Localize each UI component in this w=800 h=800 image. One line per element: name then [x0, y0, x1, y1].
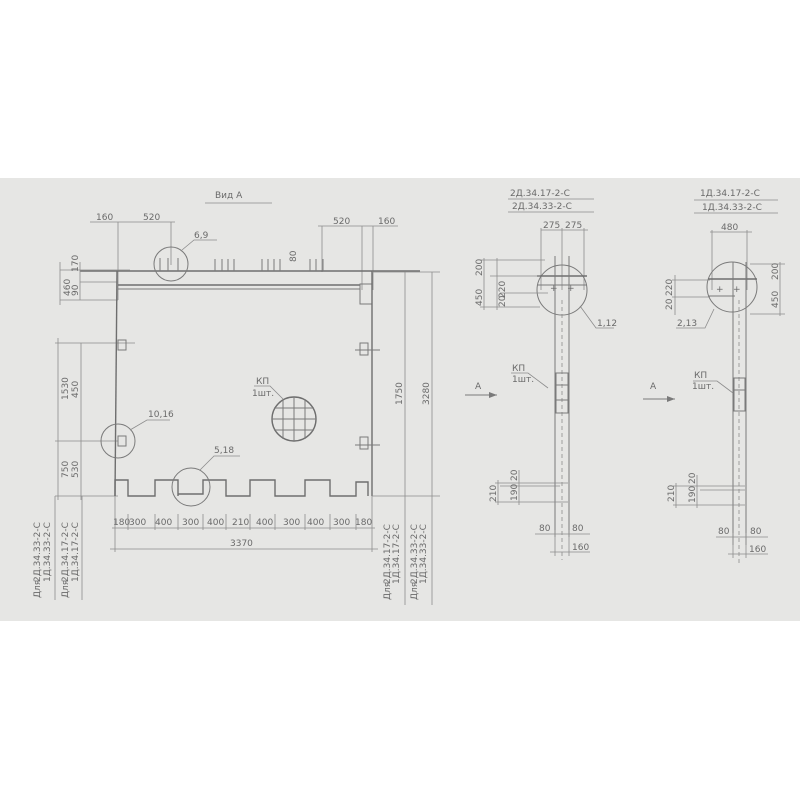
dim-left-top-a: 170: [71, 255, 81, 272]
dim-1d-lower-b: 190: [688, 486, 698, 503]
dim-1d-bottom-total: 160: [749, 545, 766, 555]
svg-text:400: 400: [256, 518, 273, 528]
section-2d-kp-label: КП: [512, 364, 525, 374]
dim-top-left-edge: 160: [96, 213, 113, 223]
bottom-dim-row: 180 300 400 300 400 210 400 300 400 300 …: [113, 518, 372, 528]
dim-rib-height: 80: [289, 250, 299, 262]
dim-2d-left-a: 200: [475, 259, 485, 276]
overall-width: 3370: [230, 539, 253, 549]
dim-1d-top: 480: [721, 223, 738, 233]
section-2d-kp-qty: 1шт.: [512, 375, 534, 385]
svg-text:400: 400: [307, 518, 324, 528]
svg-text:Для: Для: [383, 582, 393, 600]
section-2d-title-top: 2Д.34.17-2-С: [510, 189, 570, 199]
kp-qty: 1шт.: [252, 389, 274, 399]
dim-2d-left-c: 20: [498, 295, 508, 307]
dim-top-left-span: 520: [143, 213, 160, 223]
technical-drawing: Вид А 160 520 520 160 80: [33, 189, 785, 605]
section-1d-kp-qty: 1шт.: [692, 382, 714, 392]
svg-text:400: 400: [207, 518, 224, 528]
kp-label: КП: [256, 377, 269, 387]
dim-2d-lower-total: 210: [489, 485, 499, 502]
svg-text:Для: Для: [33, 580, 43, 598]
right-note-2: Для 2Д.34.33-2-С 1Д.34.33-2-С: [410, 524, 429, 600]
svg-text:Для: Для: [61, 580, 71, 598]
dim-left-top-total: 460: [63, 279, 73, 296]
svg-text:+: +: [550, 284, 558, 294]
bottom-node-callout-circle: [171, 467, 211, 507]
dim-right-inner: 1750: [395, 382, 405, 405]
section-2d-title-bottom: 2Д.34.33-2-С: [512, 202, 572, 212]
dim-2d-top-left: 275: [543, 221, 560, 231]
svg-text:1Д.34.33-2-С: 1Д.34.33-2-С: [419, 524, 429, 584]
svg-text:2Д.34.17-2-С: 2Д.34.17-2-С: [383, 524, 393, 584]
svg-text:2Д.34.33-2-С: 2Д.34.33-2-С: [410, 524, 420, 584]
svg-text:1Д.34.33-2-С: 1Д.34.33-2-С: [43, 522, 53, 582]
dim-2d-lower-b: 190: [510, 484, 520, 501]
top-node-callout-circle: [153, 246, 189, 282]
dim-right-outer: 3280: [422, 382, 432, 405]
callout-bottom-node: 5,18: [214, 446, 234, 456]
dim-top-right-span: 520: [333, 217, 350, 227]
section-1d-callout: 2,13: [677, 319, 697, 329]
dim-1d-lower-total: 210: [667, 485, 677, 502]
right-note-1: Для 2Д.34.17-2-С 1Д.34.17-2-С: [383, 524, 402, 600]
arrow-head-icon: [667, 396, 675, 402]
dim-2d-left-b: 220: [498, 281, 508, 298]
dim-left-mid-a: 450: [71, 381, 81, 398]
dim-top-right-edge: 160: [378, 217, 395, 227]
svg-text:1Д.34.17-2-С: 1Д.34.17-2-С: [71, 522, 81, 582]
svg-text:+: +: [733, 285, 741, 295]
dim-left-bottom-total: 750: [61, 461, 71, 478]
svg-text:1Д.34.17-2-С: 1Д.34.17-2-С: [392, 524, 402, 584]
section-1d-title-bottom: 1Д.34.33-2-С: [702, 203, 762, 213]
left-note-2: Для 2Д.34.17-2-С 1Д.34.17-2-С: [61, 522, 81, 598]
section-2d: 2Д.34.17-2-С 2Д.34.33-2-С 275 275 + +: [465, 189, 617, 560]
drawing-sheet: Вид А 160 520 520 160 80: [0, 178, 800, 621]
svg-text:300: 300: [283, 518, 300, 528]
section-1d-node-circle: [706, 261, 758, 313]
dim-1d-left-a: 220: [665, 279, 675, 296]
svg-text:180: 180: [113, 518, 130, 528]
left-note-1: Для 2Д.34.33-2-С 1Д.34.33-2-С: [33, 522, 53, 598]
arrow-head-icon: [489, 392, 497, 398]
dim-left-top-b: 90: [71, 284, 81, 296]
dim-1d-left-b: 20: [665, 298, 675, 310]
section-1d-kp-label: КП: [694, 371, 707, 381]
dim-2d-bottom-right: 80: [572, 524, 584, 534]
dim-2d-left-total: 450: [475, 289, 485, 306]
section-2d-callout: 1,12: [597, 319, 617, 329]
callout-top-node: 6,9: [194, 231, 209, 241]
svg-text:2Д.34.17-2-С: 2Д.34.17-2-С: [61, 522, 71, 582]
svg-text:300: 300: [182, 518, 199, 528]
svg-text:300: 300: [333, 518, 350, 528]
dim-left-mid-total: 1530: [61, 377, 71, 400]
svg-text:300: 300: [129, 518, 146, 528]
view-a-title: Вид А: [215, 191, 243, 201]
dim-1d-right-total: 450: [771, 291, 781, 308]
section-1d-title-top: 1Д.34.17-2-С: [700, 189, 760, 199]
svg-text:180: 180: [355, 518, 372, 528]
view-a: Вид А 160 520 520 160 80: [33, 191, 440, 605]
dim-2d-lower-a: 20: [510, 469, 520, 481]
svg-text:+: +: [716, 285, 724, 295]
dim-left-bottom-a: 530: [71, 461, 81, 478]
section-2d-arrow-label: А: [475, 382, 482, 392]
svg-text:2Д.34.33-2-С: 2Д.34.33-2-С: [33, 522, 43, 582]
dim-1d-right-a: 200: [771, 263, 781, 280]
dim-2d-bottom-total: 160: [572, 543, 589, 553]
dim-2d-bottom-left: 80: [539, 524, 551, 534]
dim-2d-top-right: 275: [565, 221, 582, 231]
svg-text:Для: Для: [410, 582, 420, 600]
callout-left-node: 10,16: [148, 410, 174, 420]
svg-text:+: +: [567, 284, 575, 294]
svg-text:210: 210: [232, 518, 249, 528]
section-1d-arrow-label: А: [650, 382, 657, 392]
left-node-callout-circle: [100, 423, 136, 459]
dim-1d-lower-a: 20: [688, 472, 698, 484]
section-1d: 1Д.34.17-2-С 1Д.34.33-2-С 480 + + 220 20: [643, 189, 785, 565]
dim-1d-bottom-left: 80: [718, 527, 730, 537]
svg-text:400: 400: [155, 518, 172, 528]
dim-1d-bottom-right: 80: [750, 527, 762, 537]
